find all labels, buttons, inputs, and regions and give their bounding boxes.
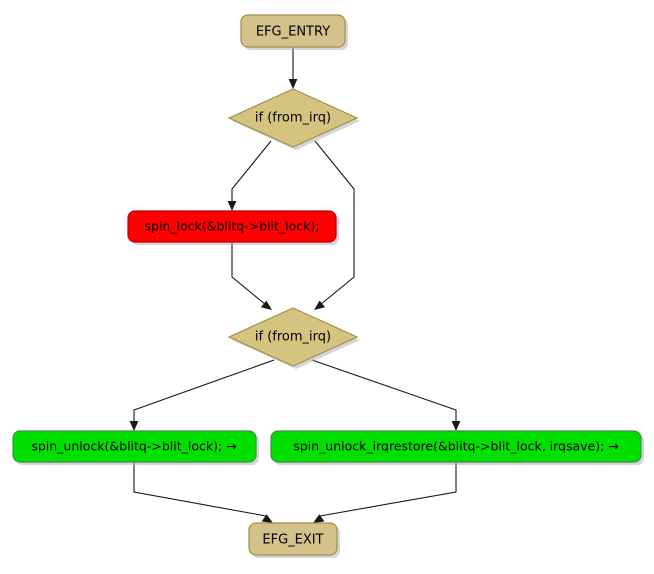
node-efg-exit-shape[interactable] — [248, 522, 338, 556]
edge-decision1-to-decision2 — [314, 140, 355, 310]
node-spin-lock-shape[interactable] — [127, 210, 337, 243]
node-decision-from-irq-2-shape[interactable] — [227, 307, 359, 367]
node-decision-from-irq-1-shape[interactable] — [227, 88, 359, 148]
edge-decision1-to-spinlock — [227, 140, 272, 211]
edge-layer — [129, 47, 461, 523]
node-decision-from-irq-2[interactable]: if (from_irq) — [227, 307, 360, 369]
edge-spinunlock-to-exit — [133, 462, 273, 523]
edge-spinlock-to-decision2 — [231, 242, 272, 310]
node-decision-from-irq-2-label: if (from_irq) — [255, 330, 331, 345]
node-spin-unlock-irqrestore-shape[interactable] — [270, 430, 642, 463]
node-spin-lock[interactable]: spin_lock(&blitq->blit_lock); — [127, 210, 339, 245]
node-spin-unlock-label: spin_unlock(&blitq->blit_lock); → — [31, 439, 236, 454]
node-decision-from-irq-1[interactable]: if (from_irq) — [227, 88, 360, 150]
node-spin-unlock[interactable]: spin_unlock(&blitq->blit_lock); → — [12, 430, 259, 465]
node-efg-exit[interactable]: EFG_EXIT — [248, 522, 340, 558]
node-spin-lock-label: spin_lock(&blitq->blit_lock); — [145, 219, 320, 234]
edge-decision2-to-spinunlockirqrestore — [311, 359, 461, 431]
edge-spinunlockirqrestore-to-exit — [313, 462, 457, 523]
edge-decision2-to-spinunlock — [129, 359, 275, 431]
node-spin-unlock-irqrestore-label: spin_unlock_irqrestore(&blitq->blit_lock… — [293, 439, 619, 454]
node-spin-unlock-shape[interactable] — [12, 430, 257, 463]
node-spin-unlock-irqrestore[interactable]: spin_unlock_irqrestore(&blitq->blit_lock… — [270, 430, 644, 465]
node-efg-exit-label: EFG_EXIT — [262, 533, 323, 548]
edge-entry-to-decision1 — [288, 47, 298, 89]
node-efg-entry[interactable]: EFG_ENTRY — [240, 14, 348, 50]
node-efg-entry-shape[interactable] — [240, 14, 346, 48]
node-decision-from-irq-1-label: if (from_irq) — [255, 111, 331, 126]
node-efg-entry-label: EFG_ENTRY — [256, 25, 330, 40]
